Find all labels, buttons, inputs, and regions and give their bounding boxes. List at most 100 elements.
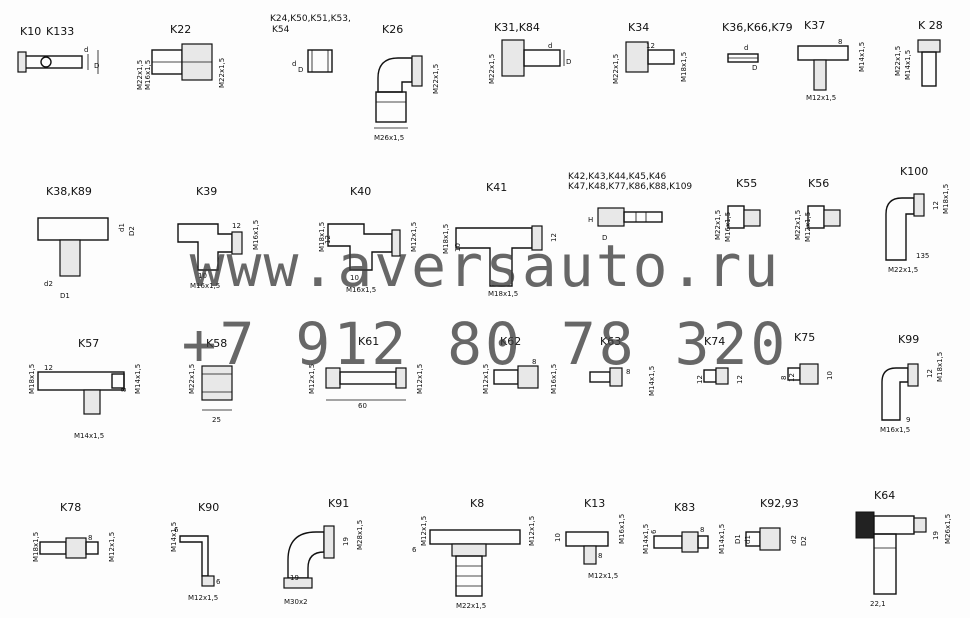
part-code: K26 xyxy=(382,23,404,36)
drawing-bushing: D1 d1 d2 D2 xyxy=(734,527,808,551)
drawing-sleeve: d D xyxy=(292,49,333,74)
dim-label: M18x1,5 xyxy=(318,222,326,252)
part-code: K34 xyxy=(628,21,650,34)
dim-label: 25 xyxy=(212,416,221,424)
part-code: K56 xyxy=(808,177,830,190)
dim-label: M12x1,5 xyxy=(482,364,490,394)
drawing-bent-tube: M14x1,5 6 6 M12x1,5 xyxy=(170,522,221,602)
drawing-tee: 10 M16x1,5 8 M12x1,5 xyxy=(554,514,626,580)
drawing-tee-large: M12x1,5 6 M12x1,5 M22x1,5 xyxy=(412,516,536,610)
part-k58: K58 M22x1,5 25 xyxy=(176,336,256,432)
drawing-adapter: M22x1,5 12 M18x1,5 xyxy=(612,41,688,84)
dim-label: M22x1,5 xyxy=(136,60,144,90)
part-code: K24,K50,K51,K53, xyxy=(270,14,351,24)
dim-label: d xyxy=(84,46,88,54)
dim-label: 8 xyxy=(780,376,788,380)
dim-label: 12 xyxy=(232,222,241,230)
dim-label: H xyxy=(588,216,593,224)
drawing-nut: M22x1,5 M12x1,5 xyxy=(794,205,841,242)
part-k39: K39 M16x1,5 12 M16x1,5 10 xyxy=(170,184,266,292)
drawing-adapter: M22x1,5 M16x1,5 M22x1,5 xyxy=(136,43,226,90)
part-k40: K40 M18x1,5 12 M12x1,5 M16x1,5 10 xyxy=(306,184,426,296)
dim-label: 8 xyxy=(598,552,602,560)
dim-label: M12x1,5 xyxy=(410,222,418,252)
dim-label: D xyxy=(566,58,571,66)
part-k31-k84: K31,K84 M22x1,5 d D xyxy=(480,20,580,90)
part-code: K57 xyxy=(78,337,100,350)
dim-label: 9 xyxy=(906,416,910,424)
part-code: K90 xyxy=(198,501,220,514)
dim-label: M22x1,5 xyxy=(714,210,722,240)
part-k28: K 28 M22x1,5 M14x1,5 xyxy=(880,18,960,98)
part-k83: K83 M14x1,5 6 8 M14x1,5 xyxy=(634,500,730,580)
part-code: K58 xyxy=(206,337,228,350)
part-k61: K61 M12x1,5 M12x1,5 60 xyxy=(296,334,426,414)
part-code: K37 xyxy=(804,19,826,32)
dim-label: M26x1,5 xyxy=(374,134,404,142)
dim-label: 10 xyxy=(554,533,562,542)
dim-label: d xyxy=(292,60,296,68)
part-k36-group: K36,K66,K79 d D xyxy=(718,20,798,80)
dim-label: 19 xyxy=(290,574,299,582)
part-code: K41 xyxy=(486,181,508,194)
dim-label: M18x1,5 xyxy=(442,224,450,254)
drawing-tube-fitting: M12x1,5 M12x1,5 60 xyxy=(308,364,424,410)
part-k8: K8 M12x1,5 6 M12x1,5 M22x1,5 xyxy=(408,496,542,612)
drawing-fitting: M18x1,5 8 M12x1,5 xyxy=(32,532,116,562)
dim-label: d xyxy=(744,44,748,52)
dim-label: M16x1,5 xyxy=(144,60,152,90)
drawing-tee: M18x1,5 12 8 M14x1,5 M14x1,5 xyxy=(28,364,142,440)
part-code: K55 xyxy=(736,177,758,190)
dim-label: d xyxy=(548,42,552,50)
dim-label: M22x1,5 xyxy=(488,54,496,84)
drawing-coupling: M22x1,5 25 xyxy=(188,364,233,424)
part-code: K99 xyxy=(898,333,920,346)
dim-label: 19 xyxy=(932,531,940,540)
part-code: K10 xyxy=(20,25,42,38)
dim-label: M22x1,5 xyxy=(188,364,196,394)
dim-label: M12x1,5 xyxy=(804,212,812,242)
dim-label: d1 xyxy=(118,223,126,232)
part-code: K62 xyxy=(500,335,522,348)
dim-label: M14x1,5 xyxy=(642,524,650,554)
part-code: K54 xyxy=(272,25,290,35)
dim-label: 6 xyxy=(216,578,221,586)
part-code: K22 xyxy=(170,23,192,36)
dim-label: 19 xyxy=(342,537,350,546)
drawing-banjo-fitting: d D xyxy=(17,46,99,74)
dim-label: M12x1,5 xyxy=(308,364,316,394)
dim-label: 12 xyxy=(788,373,796,382)
part-code: K40 xyxy=(350,185,372,198)
dim-label: D xyxy=(94,62,99,70)
dim-label: M16x1,5 xyxy=(252,220,260,250)
dim-label: d2 xyxy=(44,280,53,288)
part-k62: K62 M12x1,5 8 M16x1,5 xyxy=(470,334,566,414)
dim-label: M22x1,5 xyxy=(432,64,440,94)
dim-label: 12 xyxy=(550,233,558,242)
part-k92-93: K92,93 D1 d1 d2 D2 xyxy=(724,496,820,576)
dim-label: M18x1,5 xyxy=(488,290,518,298)
dim-label: 12 xyxy=(932,201,940,210)
part-code: K39 xyxy=(196,185,218,198)
drawing-nut: M22x1,5 M16x1,5 xyxy=(714,205,761,242)
part-k55: K55 M22x1,5 M16x1,5 xyxy=(704,176,774,256)
drawing-tee: 8 M14x1,5 M12x1,5 xyxy=(797,38,866,102)
drawing-adapter-stepped: M22x1,5 d D xyxy=(488,39,571,84)
dim-label: M22x1,5 xyxy=(218,58,226,88)
part-k74: K74 12 12 xyxy=(686,334,746,414)
part-code: K8 xyxy=(470,497,485,510)
dim-label: d2 xyxy=(790,535,798,544)
part-code: K61 xyxy=(358,335,380,348)
dim-label: M18x1,5 xyxy=(28,364,36,394)
drawing-bushing: 12 12 xyxy=(696,367,744,385)
drawing-adapter: M12x1,5 8 M16x1,5 xyxy=(482,358,558,394)
part-k37: K37 8 M14x1,5 M12x1,5 xyxy=(794,18,874,108)
dim-label: M14x1,5 xyxy=(648,366,656,396)
drawing-elbow-block: 19 M26x1,5 22,1 xyxy=(855,511,952,608)
part-k78: K78 M18x1,5 8 M12x1,5 xyxy=(24,500,120,580)
dim-label: M22x1,5 xyxy=(894,46,902,76)
part-k56: K56 M22x1,5 M12x1,5 xyxy=(784,176,854,256)
dim-label: 6 xyxy=(412,546,417,554)
dim-label: M16x1,5 xyxy=(190,282,220,290)
